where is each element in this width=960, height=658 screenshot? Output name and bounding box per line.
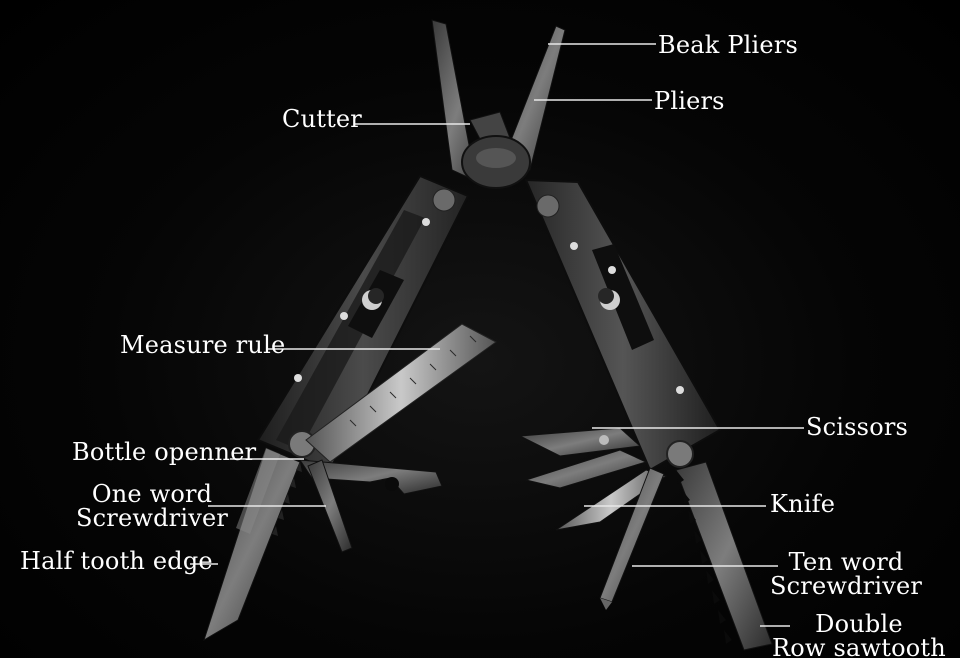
label-one-word-line1: One word [91,480,213,508]
label-one-word-screwdriver: One word Screwdriver [76,482,228,530]
label-scissors: Scissors [806,413,909,441]
label-half-tooth-edge: Half tooth edge [20,547,213,575]
knife-blade [555,469,668,531]
leader-lines [190,43,804,627]
label-beak-pliers: Beak Pliers [658,31,799,59]
pivot-head [461,135,531,189]
half-tooth-knife-blade [203,447,302,642]
flat-screwdriver-blade [307,459,353,553]
scissors-blades [518,427,648,489]
label-double-row-sawtooth: Double Row sawtooth [772,612,946,658]
measure-rule-blade [305,323,497,463]
label-double-line2: Row sawtooth [772,634,946,658]
label-ten-word-line1: Ten word [788,548,904,576]
phillips-screwdriver-blade [599,467,665,610]
label-knife: Knife [770,490,836,518]
right-handle [524,178,722,472]
label-pliers: Pliers [654,87,725,115]
double-row-saw-blade [675,461,773,651]
label-bottle-opener: Bottle openner [72,438,257,466]
label-ten-word-screwdriver: Ten word Screwdriver [770,550,922,598]
label-one-word-line2: Screwdriver [76,504,229,532]
label-cutter: Cutter [282,105,362,133]
label-measure-rule: Measure rule [120,331,286,359]
label-double-line1: Double [815,610,903,638]
label-ten-word-line2: Screwdriver [770,572,923,600]
